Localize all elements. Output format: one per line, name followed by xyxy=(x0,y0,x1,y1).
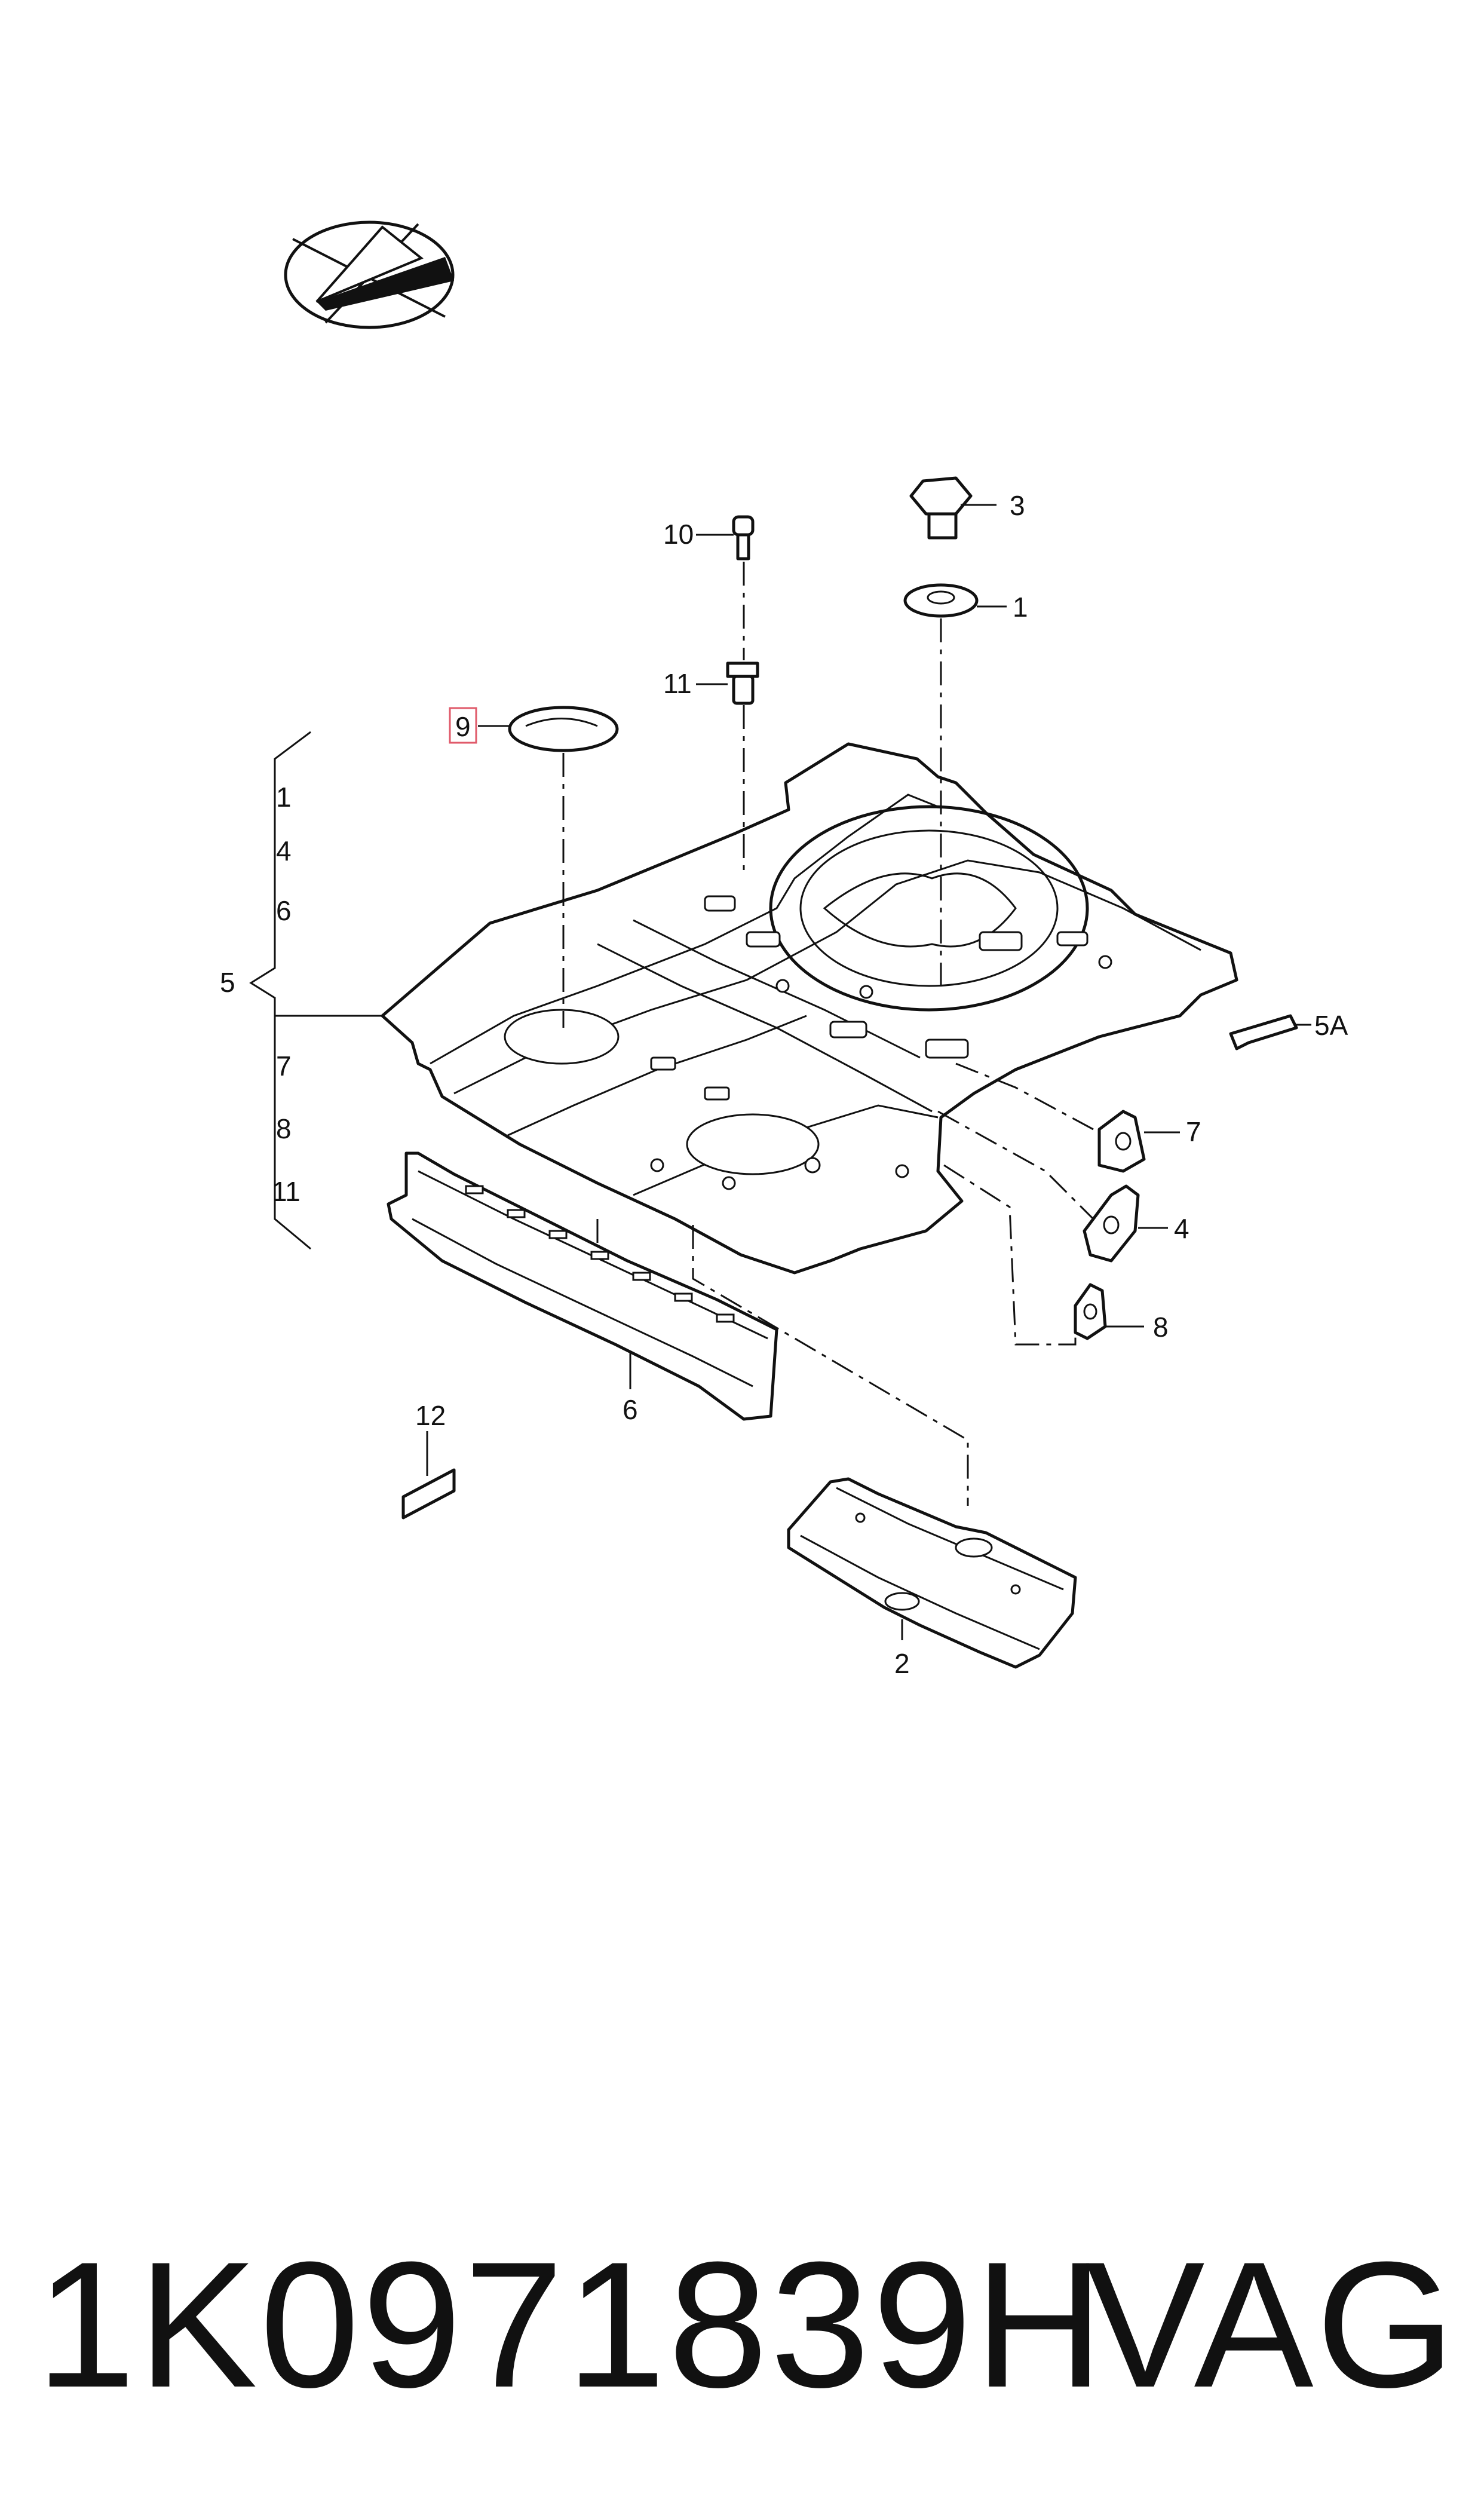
bracket-5a xyxy=(1229,1014,1298,1050)
group-bracket xyxy=(249,731,382,1250)
label-sticker xyxy=(401,1468,456,1520)
bracket-list-item: 8 xyxy=(276,1113,292,1144)
callout-7: 7 xyxy=(1186,1116,1201,1147)
plug-9 xyxy=(508,706,619,752)
callout-11: 11 xyxy=(663,668,692,699)
bush-1 xyxy=(903,583,979,618)
clip-3 xyxy=(909,476,973,540)
cross-member xyxy=(787,1477,1077,1669)
leader-lines xyxy=(426,504,1311,1640)
bracket-7 xyxy=(1097,1110,1146,1173)
callout-2: 2 xyxy=(894,1648,910,1679)
callout-6: 6 xyxy=(623,1394,638,1425)
assembly-lines xyxy=(562,562,1094,1506)
side-member xyxy=(387,1151,778,1421)
bracket-list-item: 6 xyxy=(276,895,292,926)
bracket-list-item: 1 xyxy=(276,782,292,813)
nut-11 xyxy=(726,661,759,705)
callout-1: 1 xyxy=(1013,592,1028,623)
floor-pan xyxy=(381,742,1238,1275)
callout-9-highlight xyxy=(449,707,477,744)
bracket-4 xyxy=(1083,1184,1140,1263)
callout-9: 9 xyxy=(455,711,471,742)
bracket-list-item: 7 xyxy=(276,1050,292,1082)
bracket-8 xyxy=(1074,1283,1107,1340)
callout-4: 4 xyxy=(1174,1213,1189,1244)
part-number: 1K0971839H xyxy=(36,2224,1106,2425)
bracket-list-item: 4 xyxy=(276,835,292,866)
callout-labels: 10 11 9 3 1 5 5A 7 4 8 6 12 2 xyxy=(220,490,1348,1679)
callout-5: 5 xyxy=(220,967,235,998)
orientation-icon xyxy=(284,220,455,329)
callout-8: 8 xyxy=(1153,1312,1169,1343)
bracket-list-item: 11 xyxy=(272,1176,301,1207)
brand-name: VAG xyxy=(1085,2224,1458,2425)
bracket-list: 1 4 6 7 8 11 xyxy=(272,782,301,1207)
callout-10: 10 xyxy=(663,519,694,550)
callout-5a: 5A xyxy=(1314,1010,1348,1041)
footer: 1K0971839H VAG xyxy=(36,2223,1458,2426)
callout-12: 12 xyxy=(415,1400,446,1431)
callout-3: 3 xyxy=(1010,490,1025,521)
stud-10 xyxy=(732,515,755,560)
